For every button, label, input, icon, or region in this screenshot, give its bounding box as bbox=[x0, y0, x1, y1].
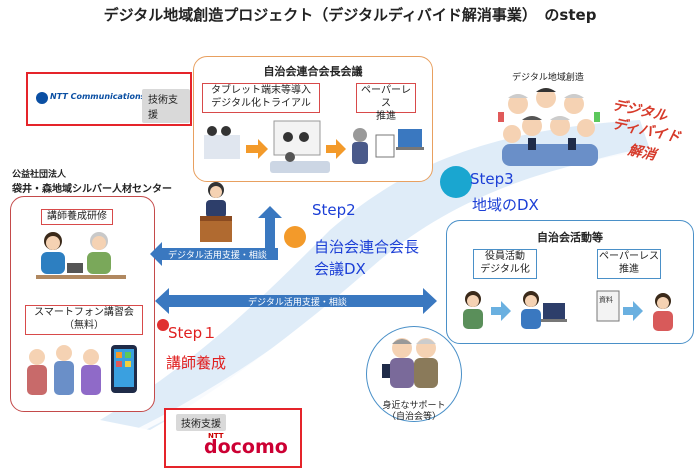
meeting-illustration bbox=[204, 120, 424, 173]
lower-arrow-label: デジタル活用支援・相談 bbox=[248, 298, 347, 308]
step3-description: 地域のDX bbox=[472, 196, 539, 214]
step1-dot bbox=[157, 319, 169, 331]
officer-digital-label: 役員活動 デジタル化 bbox=[473, 249, 537, 279]
ntt-com-name: NTT Communications bbox=[50, 92, 146, 101]
seminar-label-line1: スマートフォン講習会 bbox=[34, 307, 134, 318]
tablet-trial-line2: デジタル化トライアル bbox=[211, 98, 311, 109]
crowd-with-smartphones-illustration bbox=[498, 88, 600, 166]
page-title: デジタル地域創造プロジェクト（デジタルディバイド解消事業） のstep bbox=[103, 6, 597, 24]
document-screen-label: 資料 bbox=[599, 296, 613, 304]
crowd-caption: デジタル地域創造 bbox=[512, 73, 584, 83]
step3-label: Step3 bbox=[470, 170, 514, 188]
seminar-label: スマートフォン講習会 （無料） bbox=[25, 305, 143, 335]
step1-description: 講師養成 bbox=[166, 354, 227, 372]
top-box-title: 自治会連合会長会議 bbox=[263, 65, 363, 78]
ntt-communications-logo: NTT Communications 技術支援 bbox=[26, 72, 192, 126]
docomo-support-label: 技術支援 bbox=[176, 414, 226, 431]
upper-support-arrow bbox=[150, 242, 278, 266]
organization-line2: 袋井・森地域シルバー人材センター bbox=[12, 184, 172, 195]
upper-arrow-label: デジタル活用支援・相談 bbox=[168, 251, 267, 261]
teacher-students-illustration bbox=[36, 232, 126, 279]
officer-digital-line2: デジタル化 bbox=[480, 264, 530, 275]
presenter-at-podium-illustration bbox=[200, 182, 232, 242]
step1-label: Step１ bbox=[168, 324, 218, 342]
lower-support-double-arrow bbox=[155, 288, 437, 314]
seniors-with-smartphones-illustration bbox=[27, 345, 137, 395]
right-paperless-label: ペーパーレス 推進 bbox=[597, 249, 661, 279]
step2-dot bbox=[284, 226, 306, 248]
officer-digital-line1: 役員活動 bbox=[485, 251, 525, 262]
right-paperless-line2: 推進 bbox=[619, 264, 639, 275]
elderly-couple-illustration bbox=[382, 338, 438, 388]
top-box-council-meeting: 自治会連合会長会議 タブレット端末等導入 デジタル化トライアル ペーパーレス 推… bbox=[193, 56, 433, 182]
docomo-wordmark: docomo bbox=[204, 436, 288, 458]
support-line1: 身近なサポート bbox=[382, 401, 446, 411]
ntt-com-support-label: 技術支援 bbox=[142, 89, 190, 123]
top-paperless-line2: 推進 bbox=[376, 111, 396, 122]
ntt-logo-mark-icon bbox=[36, 92, 48, 104]
organization-line1: 公益社団法人 bbox=[12, 170, 67, 180]
support-line2: （自治会等） bbox=[386, 412, 441, 422]
tablet-trial-label: タブレット端末等導入 デジタル化トライアル bbox=[202, 83, 320, 113]
training-label: 講師養成研修 bbox=[41, 209, 113, 225]
vertical-up-arrow bbox=[258, 206, 282, 248]
left-box-training: 講師養成研修 スマートフォン講習会 （無料） bbox=[10, 196, 155, 412]
top-paperless-line1: ペーパーレス bbox=[361, 85, 411, 109]
step2-description-line1: 自治会連合会長 bbox=[314, 238, 420, 256]
seminar-label-line2: （無料） bbox=[64, 320, 104, 331]
right-paperless-line1: ペーパーレス bbox=[599, 251, 659, 262]
community-activities-illustration bbox=[463, 290, 673, 331]
right-box-community-activities: 自治会活動等 役員活動 デジタル化 ペーパーレス 推進 資料 bbox=[446, 220, 694, 344]
top-paperless-label: ペーパーレス 推進 bbox=[356, 83, 416, 122]
tablet-trial-line1: タブレット端末等導入 bbox=[211, 85, 311, 96]
docomo-logo: 技術支援 NTT docomo bbox=[164, 408, 302, 468]
docomo-ntt-label: NTT bbox=[208, 432, 224, 440]
right-box-title: 自治会活動等 bbox=[537, 231, 603, 244]
step2-label: Step2 bbox=[312, 201, 356, 219]
step3-dot bbox=[440, 166, 472, 198]
step2-description-line2: 会議DX bbox=[314, 260, 366, 278]
